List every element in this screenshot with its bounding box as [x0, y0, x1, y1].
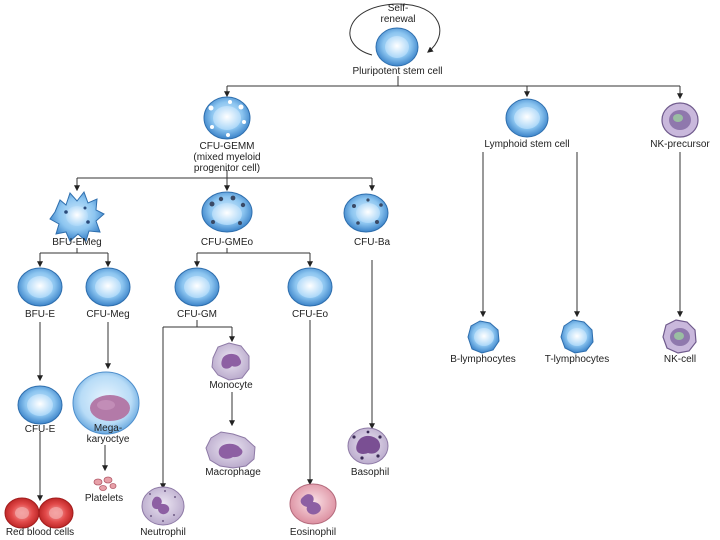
platelets-cells	[93, 476, 117, 491]
label-eosinophil: Eosinophil	[289, 527, 337, 538]
label-platelets: Platelets	[84, 493, 124, 504]
cfu-eo-cell	[287, 267, 333, 307]
cfu-gemm-cell	[203, 96, 251, 140]
label-red-blood-cells: Red blood cells	[5, 527, 75, 538]
label-nk-cell: NK-cell	[663, 354, 697, 365]
monocyte-cell	[211, 342, 250, 381]
eosinophil-cell	[289, 483, 337, 525]
bfu-e-cell	[17, 267, 63, 307]
label-cfu-gmeo: CFU-GMEo	[200, 237, 254, 248]
cfu-meg-cell	[85, 267, 131, 307]
b-lymphocyte-cell	[467, 320, 500, 354]
label-cfu-gemm: CFU-GEMM (mixed myeloid progenitor cell)	[193, 141, 261, 174]
label-cfu-e: CFU-E	[24, 424, 56, 435]
label-basophil: Basophil	[350, 467, 390, 478]
megakaryocyte-cell	[72, 371, 140, 435]
label-nk-precursor: NK-precursor	[650, 139, 710, 150]
connectors	[37, 3, 683, 502]
label-cfu-gm: CFU-GM	[177, 309, 217, 320]
nk-precursor-cell	[661, 102, 699, 138]
label-monocyte: Monocyte	[209, 380, 253, 391]
basophil-cell	[347, 427, 389, 465]
lymphoid-stem-cell	[505, 98, 549, 138]
nk-cell	[662, 319, 697, 354]
label-t-lymphocytes: T-lymphocytes	[544, 354, 610, 365]
cfu-e-cell	[17, 385, 63, 425]
label-cfu-meg: CFU-Meg	[86, 309, 130, 320]
red-blood-cells	[4, 497, 74, 529]
neutrophil-cell	[141, 486, 185, 526]
label-macrophage: Macrophage	[205, 467, 261, 478]
label-megakaryocyte: Mega- karyoctye	[86, 423, 130, 445]
cfu-ba-cell	[343, 193, 389, 233]
cfu-gm-cell	[174, 267, 220, 307]
self-renewal-arrow	[349, 3, 441, 56]
label-lymphoid-stem-cell: Lymphoid stem cell	[484, 139, 570, 150]
bfu-emeg-cell	[49, 190, 105, 242]
label-neutrophil: Neutrophil	[140, 527, 186, 538]
macrophage-cell	[205, 431, 256, 469]
label-pluripotent-stem-cell: Pluripotent stem cell	[352, 66, 443, 77]
label-cfu-eo: CFU-Eo	[291, 309, 329, 320]
t-lymphocyte-cell	[560, 319, 594, 354]
label-cfu-ba: CFU-Ba	[353, 237, 391, 248]
cfu-gmeo-cell	[201, 191, 253, 233]
label-b-lymphocytes: B-lymphocytes	[450, 354, 516, 365]
label-self-renewal: Self- renewal	[380, 3, 416, 25]
pluripotent-stem-cell	[375, 27, 419, 67]
label-bfu-e: BFU-E	[25, 309, 55, 320]
label-bfu-emeg: BFU-EMeg	[52, 237, 102, 248]
